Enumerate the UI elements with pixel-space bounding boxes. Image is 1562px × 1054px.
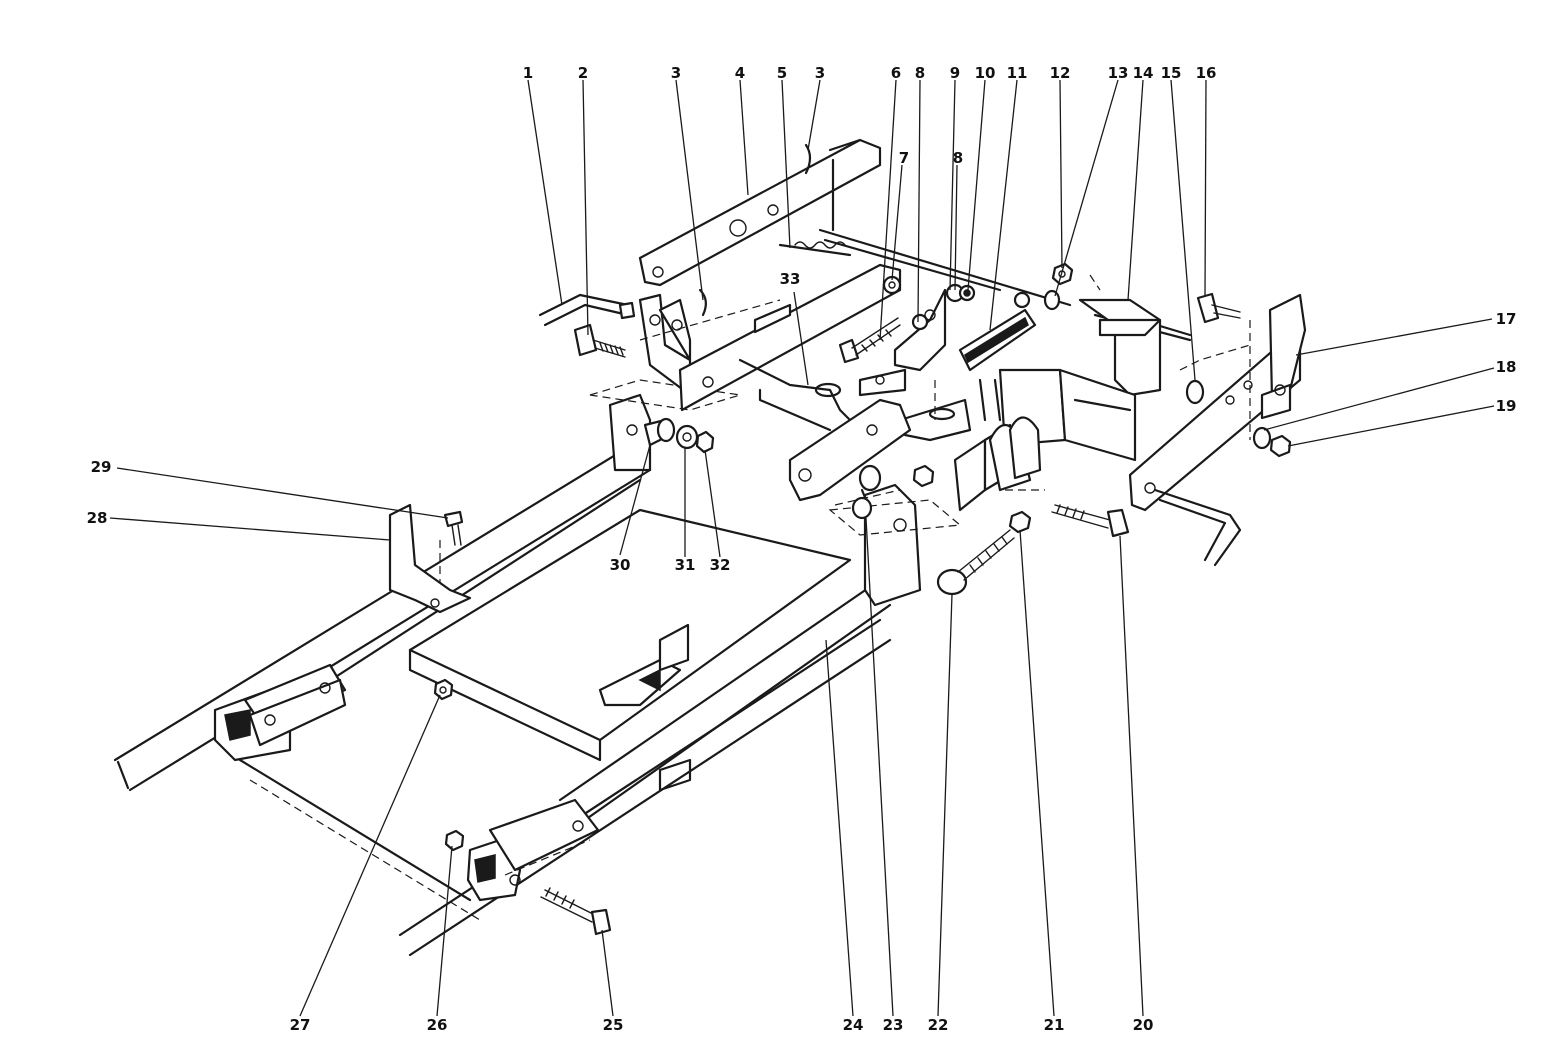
callout-3b: 3 bbox=[815, 64, 825, 82]
callout-2: 2 bbox=[578, 64, 588, 82]
callout-17: 17 bbox=[1496, 310, 1517, 328]
callout-26: 26 bbox=[427, 1016, 448, 1034]
callout-8b: 8 bbox=[953, 149, 963, 167]
upper-assembly bbox=[538, 138, 1307, 567]
callout-30: 30 bbox=[610, 556, 631, 574]
callout-20: 20 bbox=[1133, 1016, 1154, 1034]
main-frame bbox=[113, 379, 922, 957]
callout-33: 33 bbox=[780, 270, 801, 288]
callout-27: 27 bbox=[290, 1016, 311, 1034]
callout-23: 23 bbox=[883, 1016, 904, 1034]
callout-5: 5 bbox=[777, 64, 787, 82]
callout-8a: 8 bbox=[915, 64, 925, 82]
callout-9: 9 bbox=[950, 64, 960, 82]
callout-12: 12 bbox=[1050, 64, 1071, 82]
callout-31: 31 bbox=[675, 556, 696, 574]
callout-24: 24 bbox=[843, 1016, 864, 1034]
callout-22: 22 bbox=[928, 1016, 949, 1034]
hardware bbox=[388, 143, 1292, 936]
callout-18: 18 bbox=[1496, 358, 1517, 376]
callout-3a: 3 bbox=[671, 64, 681, 82]
callout-7: 7 bbox=[899, 149, 909, 167]
callout-11: 11 bbox=[1007, 64, 1028, 82]
callout-1: 1 bbox=[523, 64, 533, 82]
callout-19: 19 bbox=[1496, 397, 1517, 415]
callout-29: 29 bbox=[91, 458, 112, 476]
callout-21: 21 bbox=[1044, 1016, 1065, 1034]
callout-28: 28 bbox=[87, 509, 108, 527]
callout-25: 25 bbox=[603, 1016, 624, 1034]
callout-10: 10 bbox=[975, 64, 996, 82]
callout-14: 14 bbox=[1133, 64, 1154, 82]
callout-32: 32 bbox=[710, 556, 731, 574]
callout-6: 6 bbox=[891, 64, 901, 82]
callout-16: 16 bbox=[1196, 64, 1217, 82]
callout-15: 15 bbox=[1161, 64, 1182, 82]
callout-4: 4 bbox=[735, 64, 745, 82]
callout-13: 13 bbox=[1108, 64, 1129, 82]
callouts: 1 2 3 4 5 3 6 7 8 8 9 10 11 12 13 14 15 … bbox=[87, 64, 1517, 1034]
leader-lines bbox=[109, 79, 1495, 1017]
part-4-plate bbox=[638, 138, 882, 287]
